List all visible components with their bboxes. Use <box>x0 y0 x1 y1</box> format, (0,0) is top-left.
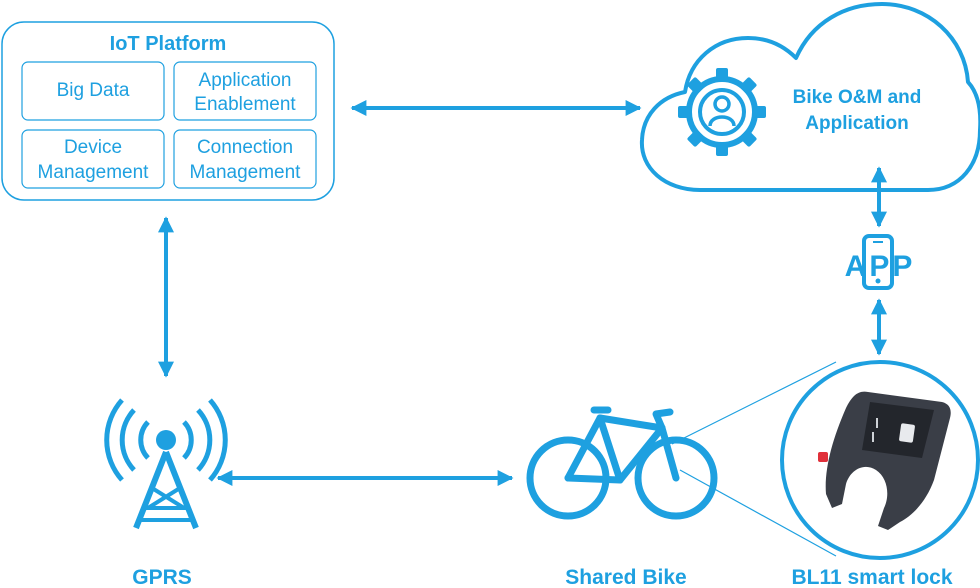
smartphone-icon <box>862 234 894 290</box>
iot-platform-box: IoT Platform Big Data Application Enable… <box>1 21 335 201</box>
lock-button <box>818 452 828 462</box>
module-application-line1: Application <box>199 70 292 91</box>
platform-title: IoT Platform <box>110 33 227 55</box>
callout-line-lower <box>679 469 837 557</box>
module-connection-management: Connection Management <box>173 129 317 189</box>
module-device-management: Device Management <box>21 129 165 189</box>
cloud-label-line2: Application <box>805 113 908 134</box>
cloud-shape <box>639 2 980 192</box>
callout-line-upper <box>671 361 837 445</box>
module-big-data: Big Data <box>21 61 165 121</box>
module-connection-line1: Connection <box>197 137 293 158</box>
bicycle-icon <box>526 406 718 520</box>
cloud-label-line1: Bike O&M and <box>793 87 922 108</box>
gprs-label: GPRS <box>132 566 192 588</box>
module-device-line2: Management <box>38 162 150 183</box>
module-application-line2: Enablement <box>194 94 296 115</box>
cell-tower-icon <box>104 398 228 530</box>
bike-label: Shared Bike <box>565 566 686 588</box>
lock-label: BL11 smart lock <box>791 566 952 588</box>
module-device-line1: Device <box>64 137 122 158</box>
app-label: APP <box>845 250 916 283</box>
module-connection-line2: Management <box>190 162 302 183</box>
user-gear-icon <box>678 68 766 156</box>
module-application-enablement: Application Enablement <box>173 61 317 121</box>
smart-lock-icon <box>818 391 951 530</box>
module-big-data-label: Big Data <box>57 80 130 101</box>
